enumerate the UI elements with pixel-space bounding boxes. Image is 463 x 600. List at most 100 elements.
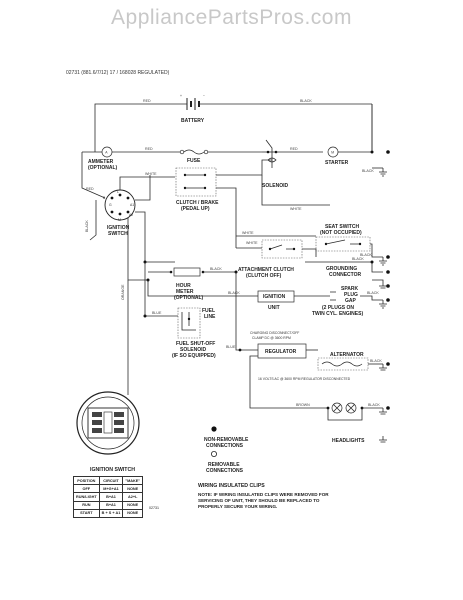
fuel-line bbox=[177, 307, 201, 339]
wire-label-red-2: RED bbox=[145, 147, 153, 151]
switch-terminal-a1: A1 bbox=[130, 203, 134, 207]
alternator-note: 16 VOLTS AC @ 3600 RPM REGULATOR DISCONN… bbox=[258, 377, 351, 381]
wire-label-black-seat: BLACK bbox=[360, 253, 372, 257]
starter-label: STARTER bbox=[325, 160, 349, 166]
spark-plug-note-2: TWIN CYL. ENGINES) bbox=[312, 311, 363, 317]
table-cell: B+A1 bbox=[98, 492, 124, 502]
table-cell: B+A1 bbox=[98, 500, 124, 510]
wire-label-white-2: WHITE bbox=[290, 207, 302, 211]
table-cell: NONE bbox=[122, 508, 144, 518]
wire-label-brown: BROWN bbox=[296, 403, 310, 407]
table-header-row: POSITION CIRCUIT "MAKE" bbox=[73, 475, 144, 486]
switch-terminal-a2: A2 bbox=[129, 213, 133, 217]
clutch-brake-sublabel: (PEDAL UP) bbox=[181, 206, 210, 212]
table-cell: M+G+A1 bbox=[98, 484, 124, 494]
solenoid-label: SOLENOID bbox=[262, 183, 289, 189]
fuse-symbol bbox=[179, 149, 209, 155]
wire-label-blue-2: BLUE bbox=[226, 345, 236, 349]
ignition-unit-symbol bbox=[257, 290, 295, 303]
alternator-symbol bbox=[317, 357, 369, 371]
wire-label-black-sw: BLACK bbox=[85, 220, 89, 232]
table-cell: OFF bbox=[73, 484, 100, 494]
switch-terminal-g: G bbox=[109, 203, 112, 207]
solenoid-symbol bbox=[262, 139, 323, 168]
wire-label-red: RED bbox=[143, 99, 151, 103]
clutch-brake-label: CLUTCH / BRAKE bbox=[176, 200, 219, 206]
fuse-label: FUSE bbox=[187, 158, 201, 164]
table-cell: NONE bbox=[122, 500, 144, 510]
table-cell: RUN bbox=[73, 500, 100, 510]
wire-label-white-3: WHITE bbox=[242, 231, 254, 235]
spark-plug-note-1: (2 PLUGS ON bbox=[322, 305, 354, 311]
table-cell: START bbox=[73, 508, 100, 518]
table-cell: A2+L bbox=[122, 492, 144, 502]
table-row: RUN/LIGHT B+A1 A2+L bbox=[73, 492, 144, 502]
wire-label-black: BLACK bbox=[300, 99, 312, 103]
wire-label-black-alt: BLACK bbox=[370, 359, 382, 363]
wire-label-black-sp: BLACK bbox=[367, 291, 379, 295]
seat-switch-sublabel: (NOT OCCUPIED) bbox=[320, 230, 362, 236]
hour-meter-label: HOUR bbox=[176, 283, 191, 289]
wire-label-black-iu: BLACK bbox=[228, 291, 240, 295]
battery-symbol: + − bbox=[150, 94, 372, 110]
table-reference: 02731 bbox=[149, 506, 159, 510]
ignition-unit-sublabel: UNIT bbox=[268, 305, 280, 311]
wire-label-white-sw: WHITE bbox=[145, 172, 157, 176]
grounding-label: GROUNDING bbox=[326, 266, 357, 272]
svg-text:M: M bbox=[331, 151, 334, 155]
seat-switch bbox=[315, 236, 371, 252]
note-line-1: NOTE: IF WIRING INSULATED CLIPS WERE REM… bbox=[198, 492, 329, 497]
ignition-table-title: IGNITION SWITCH bbox=[90, 467, 135, 473]
grounding-sublabel: CONNECTOR bbox=[329, 272, 362, 278]
wire-label-black-starter: BLACK bbox=[362, 169, 374, 173]
hour-meter-symbol bbox=[173, 267, 201, 277]
wire-label-orange: ORANGE bbox=[121, 284, 125, 300]
headlights-label: HEADLIGHTS bbox=[332, 438, 365, 444]
hour-meter-sublabel: METER bbox=[176, 289, 194, 295]
spark-plug-sublabel: PLUG bbox=[344, 292, 358, 298]
ignition-switch-face bbox=[76, 391, 140, 455]
wire-label-black-gnd: BLACK bbox=[352, 257, 364, 261]
legend-removable-sublabel: CONNECTIONS bbox=[206, 468, 244, 474]
note-line-3: PROPERLY SECURE YOUR WIRING. bbox=[198, 504, 277, 509]
wire-label-black-hm: BLACK bbox=[210, 267, 222, 271]
ignition-unit-label: IGNITION bbox=[263, 294, 286, 300]
regulator-note: CHARGING DISCONNECT/OFF bbox=[250, 331, 299, 335]
switch-terminal-l: L bbox=[117, 190, 119, 194]
hour-meter-optional: (OPTIONAL) bbox=[174, 295, 203, 301]
seat-switch-label: SEAT SWITCH bbox=[325, 224, 359, 230]
clutch-brake-switch bbox=[175, 167, 217, 197]
fuel-solenoid-label: FUEL SHUT-OFF bbox=[176, 341, 215, 347]
ammeter-optional: (OPTIONAL) bbox=[88, 165, 117, 171]
note-title: WIRING INSULATED CLIPS bbox=[198, 483, 265, 489]
ammeter-label: AMMETER bbox=[88, 159, 114, 165]
table-cell: RUN/LIGHT bbox=[73, 492, 100, 502]
spark-plug-label: SPARK bbox=[341, 286, 359, 292]
table-cell: B + S + A1 bbox=[98, 508, 124, 518]
regulator-note-2: CLAMP DC @ 3600 RPM bbox=[252, 336, 291, 340]
svg-text:+: + bbox=[180, 94, 182, 98]
svg-text:−: − bbox=[203, 94, 205, 98]
attachment-clutch-label: ATTACHMENT CLUTCH bbox=[238, 267, 294, 273]
fuel-line-sublabel: LINE bbox=[204, 314, 216, 320]
legend-removable-dot bbox=[210, 450, 217, 457]
ignition-switch-table: POSITION CIRCUIT "MAKE" OFF M+G+A1 NONE … bbox=[73, 475, 144, 518]
legend-nonremovable-sublabel: CONNECTIONS bbox=[206, 443, 244, 449]
fuel-line-label: FUEL bbox=[202, 308, 215, 314]
table-header: CIRCUIT bbox=[98, 475, 124, 486]
wire-label-red-3: RED bbox=[290, 147, 298, 151]
ignition-switch-sublabel: SWITCH bbox=[108, 231, 128, 237]
watermark: AppliancePartsPros.com bbox=[111, 6, 352, 29]
table-row: RUN B+A1 NONE bbox=[73, 500, 144, 510]
legend-nonremovable-label: NON-REMOVABLE bbox=[204, 437, 249, 443]
ignition-switch-symbol: B G M L A1 A2 bbox=[103, 189, 136, 222]
wire-label-blue: BLUE bbox=[152, 311, 162, 315]
regulator-symbol bbox=[257, 343, 307, 359]
wire-label-red-sw: RED bbox=[86, 187, 94, 191]
table-header: "MAKE" bbox=[122, 475, 144, 486]
attachment-clutch-switch bbox=[261, 239, 303, 259]
note-line-2: SERVICING OF UNIT, THEY SHOULD BE REPLAC… bbox=[198, 498, 320, 503]
switch-terminal-m: M bbox=[118, 218, 121, 222]
legend-nonremovable-dot bbox=[211, 426, 217, 432]
